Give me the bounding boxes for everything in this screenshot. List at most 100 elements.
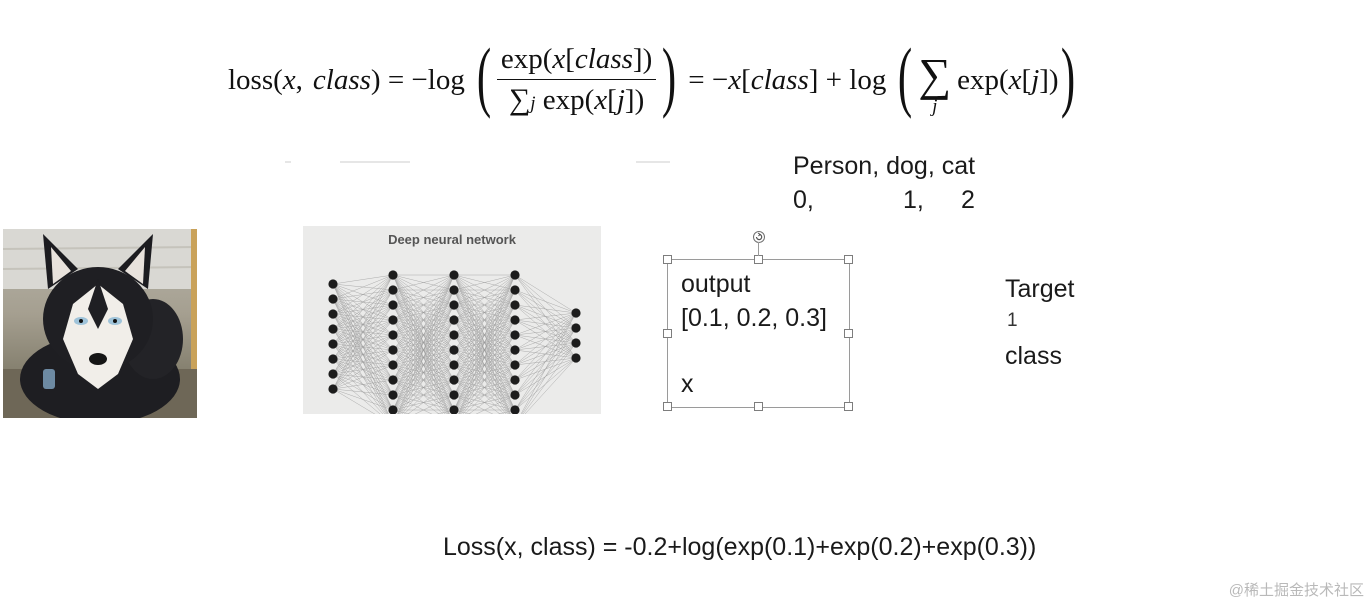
formula-text: ]): [632, 43, 653, 75]
network-edge: [460, 319, 516, 414]
network-node: [510, 375, 520, 385]
formula-text: ]): [624, 84, 645, 116]
network-edge: [520, 312, 577, 414]
network-edge: [332, 274, 394, 360]
network-edge: [332, 274, 394, 315]
fraction-denominator: ∑j exp(x[j]): [505, 80, 648, 117]
network-edge: [514, 312, 577, 351]
network-edge: [332, 304, 394, 390]
network-node: [328, 309, 338, 319]
output-var-x: x: [681, 370, 694, 398]
network-node: [388, 375, 398, 385]
husky-illustration: [3, 229, 197, 418]
output-values: [0.1, 0.2, 0.3]: [681, 304, 827, 332]
resize-handle[interactable]: [754, 402, 763, 411]
rotate-handle-icon[interactable]: [752, 230, 766, 244]
network-edge: [392, 409, 411, 414]
network-edge: [332, 349, 394, 390]
network-edge: [514, 312, 577, 366]
network-edge: [392, 274, 455, 336]
network-node: [388, 405, 398, 414]
formula-summation: ∑ j: [918, 52, 951, 117]
resize-handle[interactable]: [754, 255, 763, 264]
watermark: @稀土掘金技术社区: [1228, 582, 1364, 599]
network-edge: [514, 289, 577, 314]
formula-text: [: [607, 84, 617, 116]
formula-text: ]): [1039, 63, 1059, 96]
resize-handle[interactable]: [663, 329, 672, 338]
network-node: [510, 330, 520, 340]
network-node: [449, 405, 459, 414]
network-title: Deep neural network: [388, 232, 516, 247]
formula-text: ,: [295, 63, 303, 96]
network-edge: [453, 274, 516, 351]
network-node: [571, 308, 581, 318]
formula-var-class: class: [750, 63, 809, 96]
formula-var-x: x: [552, 43, 566, 75]
network-edge: [453, 289, 511, 414]
target-class-label: class: [1005, 342, 1062, 370]
network-edge: [392, 274, 455, 351]
formula-text: ) = −log: [370, 63, 465, 96]
faint-line: [340, 161, 410, 163]
network-edge: [459, 304, 516, 414]
network-edge: [475, 394, 516, 414]
network-edge: [332, 298, 388, 414]
formula-paren: ): [662, 32, 677, 119]
formula-text: = −: [688, 63, 729, 96]
resize-handle[interactable]: [844, 329, 853, 338]
network-edge: [332, 388, 394, 396]
network-node: [328, 339, 338, 349]
formula-var-j: j: [616, 84, 625, 116]
network-node: [388, 390, 398, 400]
network-node: [328, 279, 338, 289]
output-label: output: [681, 270, 751, 298]
network-node: [449, 285, 459, 295]
resize-handle[interactable]: [663, 255, 672, 264]
formula-var-x: x: [594, 84, 608, 116]
network-edge: [524, 357, 577, 414]
network-node: [510, 315, 520, 325]
network-edge: [392, 274, 455, 381]
network-edge: [332, 274, 394, 285]
network-edge: [392, 319, 448, 414]
class-index-person: 0,: [793, 186, 814, 214]
network-edge: [332, 364, 394, 390]
network-edge: [397, 289, 455, 414]
network-edge: [514, 312, 577, 381]
network-edge: [332, 274, 394, 300]
network-node: [571, 323, 581, 333]
network-node: [449, 345, 459, 355]
formula-text: ] + log: [808, 63, 887, 96]
network-edge: [392, 289, 450, 414]
resize-handle[interactable]: [844, 255, 853, 264]
network-node: [388, 300, 398, 310]
network-edge: [453, 274, 516, 306]
network-node: [449, 360, 459, 370]
loss-example: Loss(x, class) = -0.2+log(exp(0.1)+exp(0…: [443, 533, 1037, 561]
network-node: [388, 285, 398, 295]
network-node: [388, 315, 398, 325]
fraction-numerator: exp(x[class]): [496, 43, 657, 80]
formula-text: exp(: [500, 43, 553, 75]
output-textbox[interactable]: output [0.1, 0.2, 0.3] x: [663, 231, 853, 411]
network-edge: [392, 274, 455, 321]
network-edge: [453, 304, 510, 414]
network-edge: [453, 274, 516, 366]
network-edge: [414, 394, 455, 414]
network-edge: [332, 388, 376, 414]
network-edge: [399, 319, 455, 414]
network-node: [388, 270, 398, 280]
network-node: [388, 360, 398, 370]
resize-handle[interactable]: [663, 402, 672, 411]
network-edge: [332, 379, 394, 390]
resize-handle[interactable]: [844, 402, 853, 411]
network-edge: [514, 312, 577, 336]
network-node: [328, 384, 338, 394]
network-node: [328, 324, 338, 334]
neural-network-image: Deep neural network: [303, 226, 601, 414]
network-diagram: [328, 270, 581, 414]
network-node: [328, 294, 338, 304]
network-edge: [392, 274, 455, 306]
network-edge: [453, 274, 511, 414]
